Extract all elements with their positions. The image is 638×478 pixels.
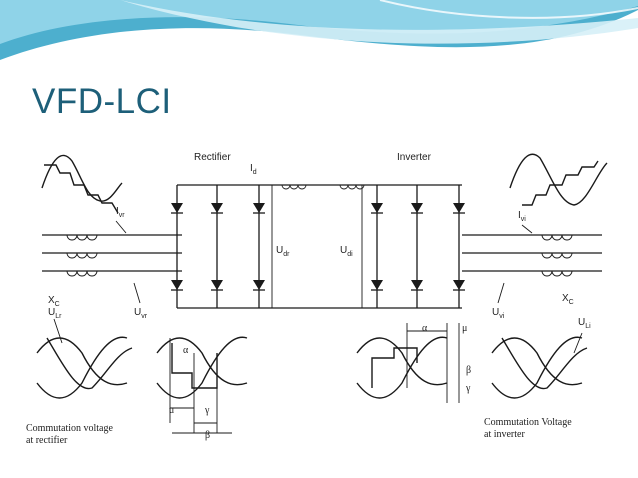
beta-left-label: β [205,430,210,441]
xc-left-label: XC [48,295,60,308]
ulr-label: ULr [48,307,62,320]
ivr-arrow [115,220,127,234]
commutation-waveform-left [36,336,133,399]
ivr-label: Ivr [116,206,125,219]
uvr-arrow [133,282,141,304]
uli-label: ULi [578,317,591,330]
udr-label: Udr [276,245,290,258]
alpha-right-label: α [422,323,428,334]
lci-circuit-diagram: Rectifier Inverter Id Ivr Ivi [22,143,624,468]
dc-current-label: Id [250,163,257,176]
uvi-arrow [497,282,505,304]
inverter-label: Inverter [397,152,432,163]
ivi-label: Ivi [518,210,526,223]
ivi-arrow [521,224,533,234]
ac-lines-right [462,234,602,277]
mu-right-label: μ [462,323,467,334]
rectifier-label: Rectifier [194,152,231,163]
dc-link [271,184,365,309]
caption-left-line2: at rectifier [26,435,68,446]
ulr-arrow [53,318,63,344]
xc-right-label: XC [562,293,574,306]
header-banner [0,0,638,60]
uvr-label: Uvr [134,307,148,320]
source-waveform-left [41,154,123,214]
caption-right-line2: at inverter [484,429,525,440]
rectifier-bridge [171,184,272,309]
uli-arrow [573,332,583,354]
caption-right-line1: Commutation Voltage [484,417,572,428]
caption-left-line1: Commutation voltage [26,423,113,434]
source-waveform-right [509,153,608,206]
beta-right-label: β [466,365,471,376]
alpha-left-label: α [183,345,189,356]
valve-voltage-waveform-right [356,323,460,403]
gamma-right-label: γ [465,383,471,394]
uvi-label: Uvi [492,307,505,320]
udi-label: Udi [340,245,353,258]
commutation-waveform-right [491,336,588,399]
gamma-left-label: γ [204,405,210,416]
inverter-bridge [362,184,465,309]
u-left-label: u [169,405,174,416]
slide-title: VFD-LCI [32,82,172,121]
ac-lines-left [42,234,182,277]
